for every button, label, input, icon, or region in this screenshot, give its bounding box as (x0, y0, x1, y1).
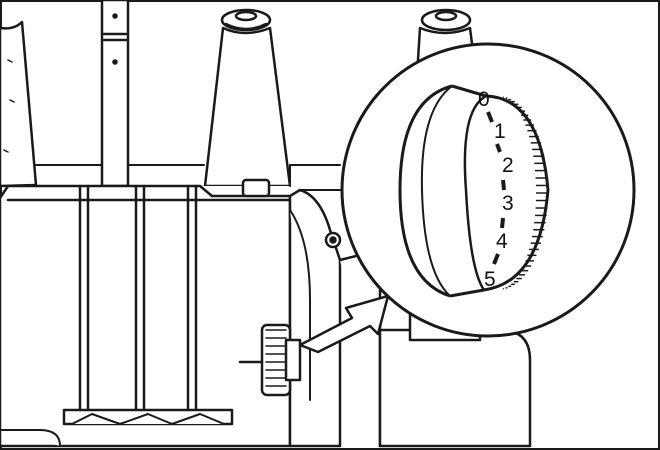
scale-tick (500, 217, 505, 229)
callout-arrow (298, 294, 390, 354)
bottom-ridge-zigzag (71, 413, 225, 425)
scale-tick (486, 111, 494, 123)
dial-face-edge (463, 94, 487, 291)
tension-arm (289, 209, 311, 401)
dial-cylinder-front-left (398, 84, 453, 298)
dial-number-0: 0 (478, 88, 490, 111)
machine-lower-right (378, 328, 532, 448)
dial-knurl (502, 96, 548, 290)
front-cover-panels (78, 184, 198, 412)
dial-cylinder-outer (483, 94, 550, 292)
magnified-dial: 0 1 2 3 4 5 (340, 42, 636, 338)
thread-cone-left (0, 20, 38, 188)
top-cap (241, 178, 271, 198)
dial-knob (260, 323, 302, 397)
dial-number-3: 3 (502, 192, 514, 215)
dial-scale-ticks (486, 111, 506, 265)
dial-number-1: 1 (494, 120, 506, 143)
bed-edge (0, 429, 61, 447)
dial-number-2: 2 (502, 154, 514, 177)
thread-guide-pole (100, 0, 130, 188)
scale-tick (495, 143, 502, 153)
top-plate-edge (289, 164, 341, 187)
scale-tick (492, 253, 500, 265)
dial-number-4: 4 (496, 230, 508, 253)
scale-tick (501, 179, 506, 191)
thread-cone-middle (203, 8, 292, 188)
dial-number-5: 5 (484, 268, 496, 291)
